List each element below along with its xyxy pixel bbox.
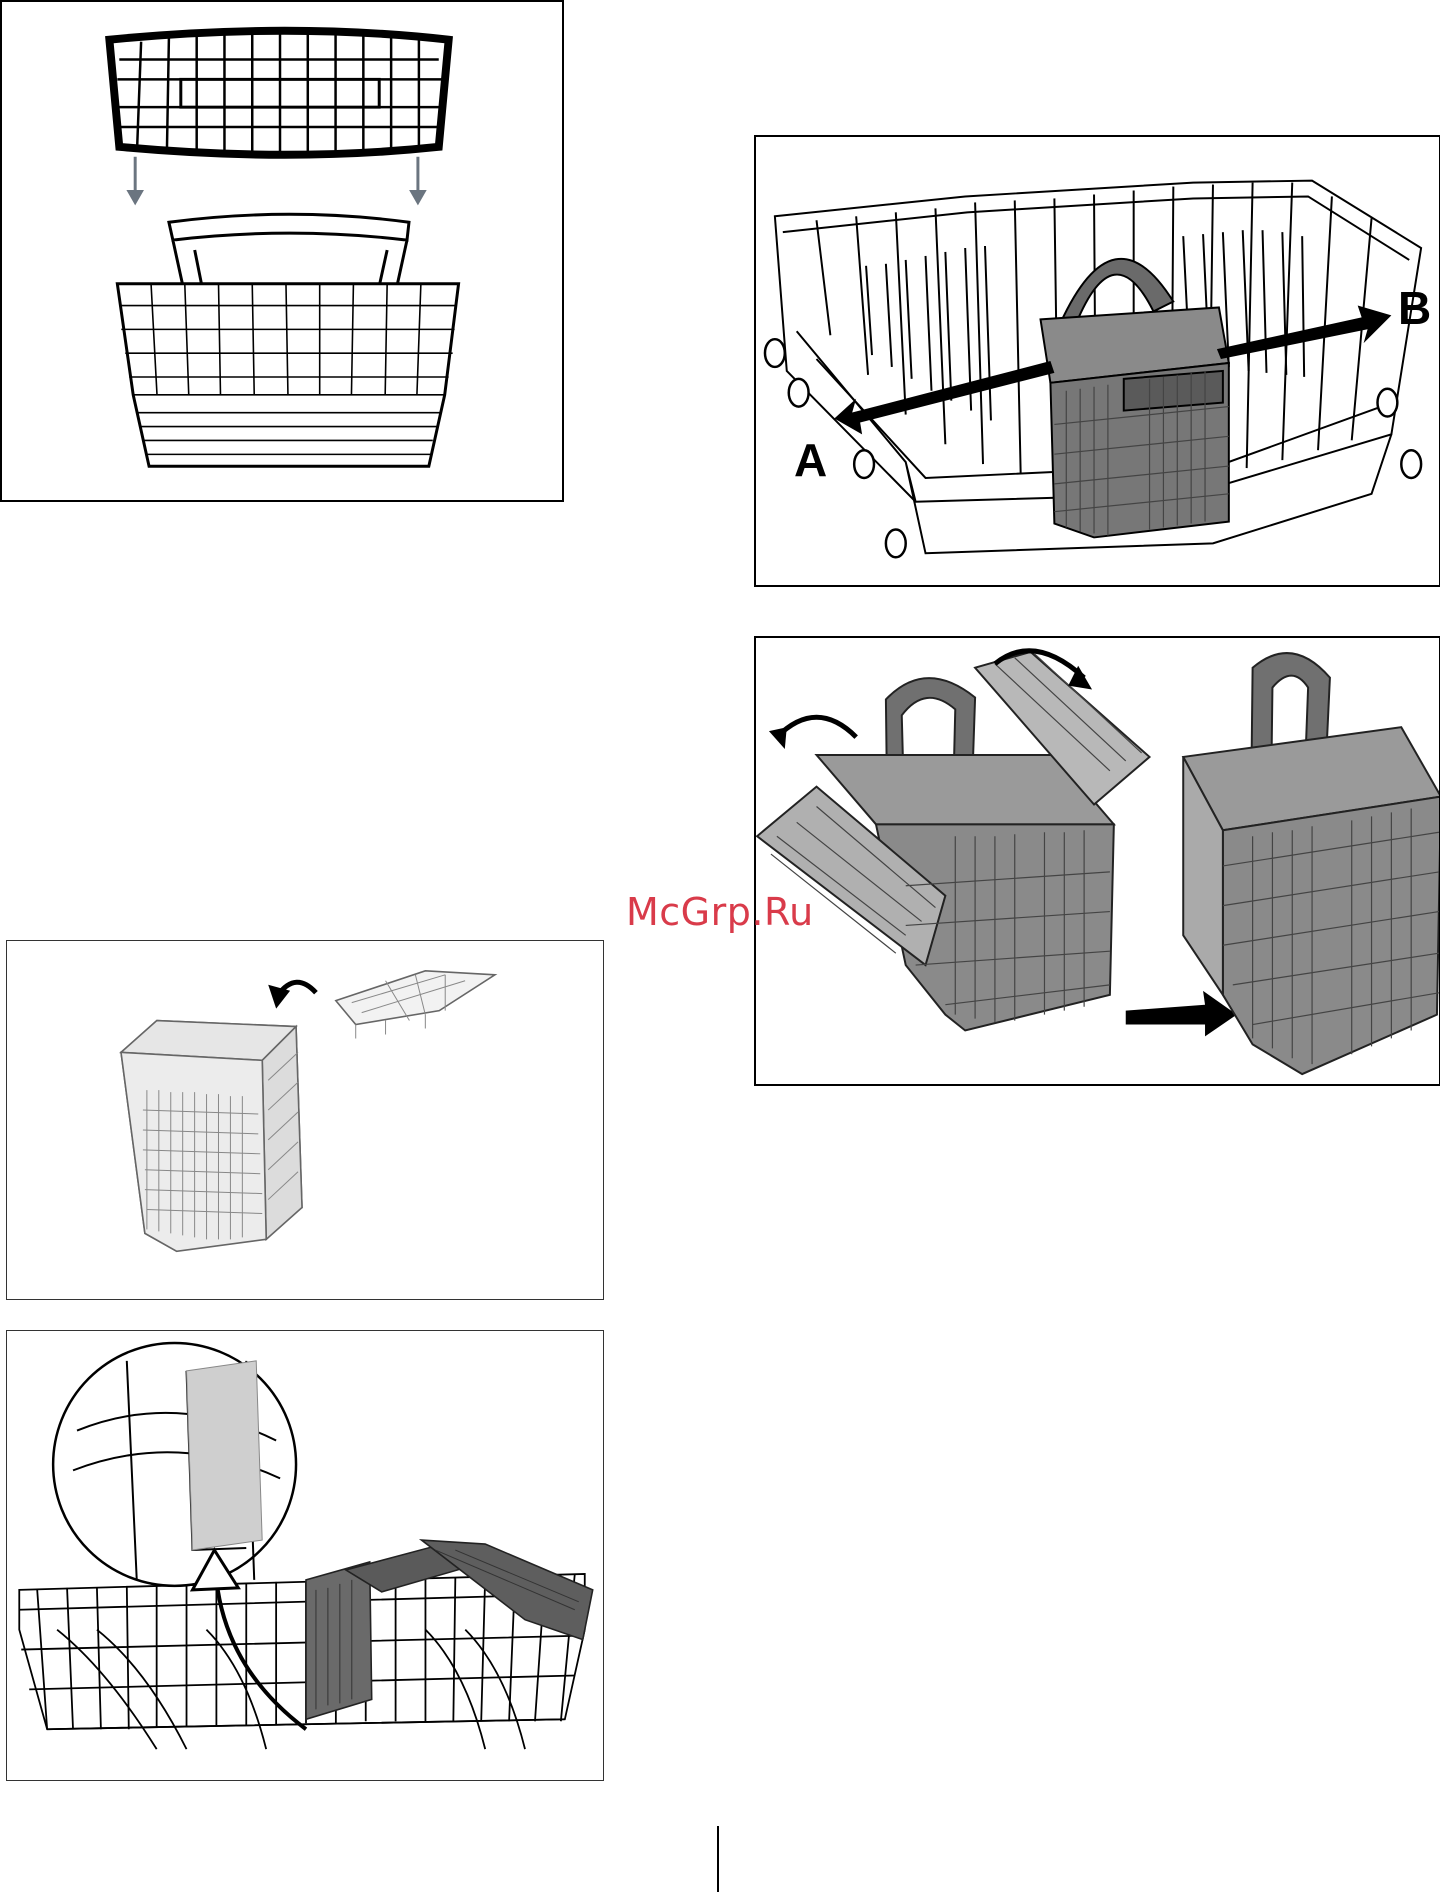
basket-lids-illustration bbox=[756, 638, 1439, 1084]
position-label-a: A bbox=[794, 433, 827, 487]
rack-illustration bbox=[756, 137, 1439, 585]
basket-cover-illustration bbox=[2, 2, 562, 500]
figure-basket-in-rack-detail bbox=[6, 1330, 604, 1781]
figure-basket-cover-removal bbox=[6, 940, 604, 1300]
watermark: McGrp.Ru bbox=[626, 890, 814, 934]
basket-in-rack-illustration bbox=[7, 1331, 603, 1780]
basket-cover-removal-illustration bbox=[7, 941, 603, 1299]
figure-rack-basket-positions: A B bbox=[754, 135, 1440, 587]
page-divider bbox=[717, 1826, 719, 1892]
position-label-b: B bbox=[1398, 281, 1431, 335]
figure-cutlery-basket-cover bbox=[0, 0, 564, 502]
figure-basket-lids bbox=[754, 636, 1440, 1086]
